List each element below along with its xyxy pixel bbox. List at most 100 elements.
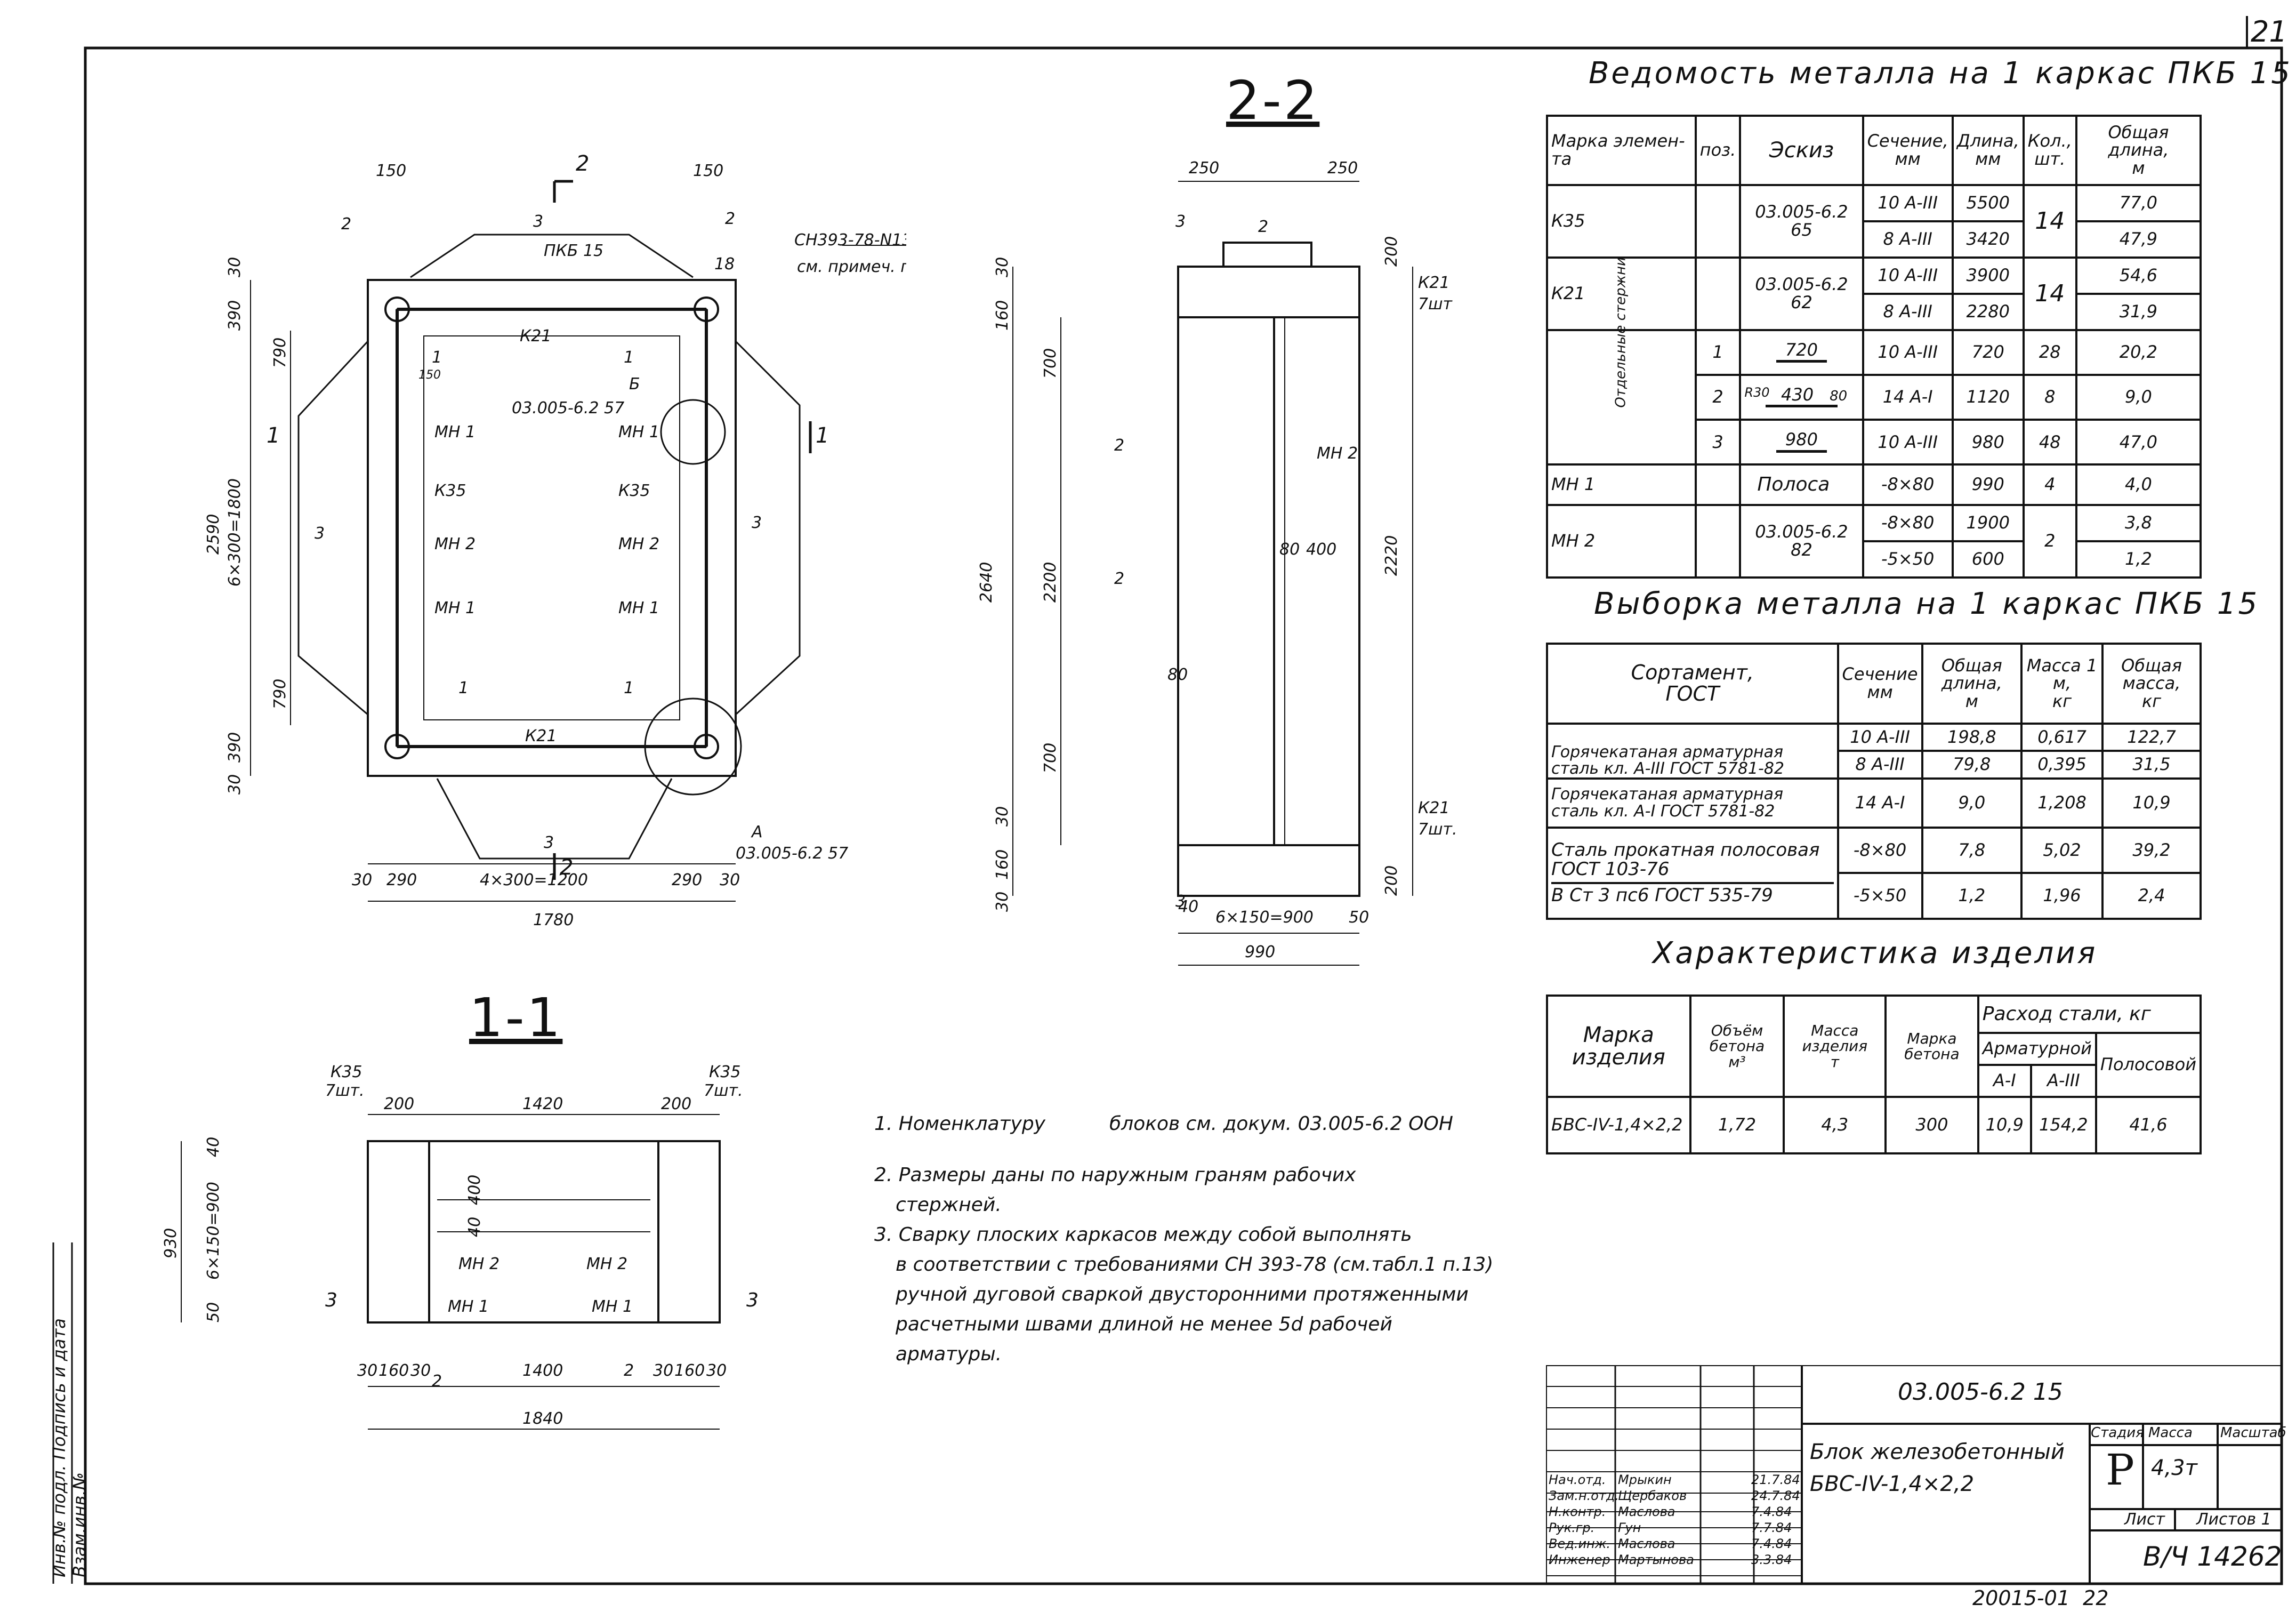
s22-mn2: МН 2 xyxy=(1317,444,1358,463)
plan-s1a: 1 xyxy=(267,423,280,448)
ms-k35-sketch: 03.005-6.2 65 xyxy=(1739,184,1864,259)
side-stamp: Инв.№ подл. Подпись и дата Взам.инв.№ xyxy=(49,1318,90,1577)
s11-d1420: 1420 xyxy=(522,1095,563,1113)
s22-d250a: 250 xyxy=(1189,159,1219,178)
ms-sep-label: Отдельные стержни xyxy=(1546,258,1697,466)
plan-d390a: 390 xyxy=(225,300,244,331)
plan-d790a: 790 xyxy=(271,338,289,368)
plan-k35a: К35 xyxy=(434,482,466,500)
s11-d30d: 30 xyxy=(706,1361,727,1380)
s11-d400: 400 xyxy=(465,1175,484,1205)
note-3e: арматуры. xyxy=(896,1343,1002,1365)
metal-sample-title: Выборка металла на 1 каркас ПКБ 15 xyxy=(1594,587,2260,621)
pr-h-mark: Марка изделия xyxy=(1546,995,1691,1098)
s22-d200a: 200 xyxy=(1382,236,1401,267)
s22-p3b: 3 xyxy=(1175,892,1186,911)
ms-h-mark: Марка элемен-та xyxy=(1546,115,1697,186)
s22-p2: 2 xyxy=(1258,218,1268,236)
section-1-1-title: 1-1 xyxy=(469,987,563,1049)
s22-d2640: 2640 xyxy=(977,562,996,603)
plan-p3c: 3 xyxy=(752,514,762,532)
s22-p2b: 2 xyxy=(1114,436,1124,455)
plan-s1b: 1 xyxy=(816,423,829,448)
plan-ref2: 03.005-6.2 57 xyxy=(736,844,848,863)
plan-b1780: 1780 xyxy=(533,911,574,929)
plan-b30a: 30 xyxy=(352,871,372,889)
s22-d50: 50 xyxy=(1349,908,1369,927)
s11-d40: 40 xyxy=(204,1137,223,1157)
plan-p3b: 3 xyxy=(315,524,325,543)
s11-d200b: 200 xyxy=(661,1095,691,1113)
ms-h-pos: поз. xyxy=(1694,115,1742,186)
product-title: Характеристика изделия xyxy=(1653,936,2098,971)
s22-d160b: 160 xyxy=(993,849,1012,880)
plan-d30b: 30 xyxy=(225,774,244,795)
note-3: 3. Сварку плоских каркасов между собой в… xyxy=(874,1224,1412,1246)
plan-mn1c: МН 1 xyxy=(434,599,476,617)
plan-s2a: 2 xyxy=(576,151,589,176)
s22-d30b: 30 xyxy=(993,806,1012,827)
plan-b30b: 30 xyxy=(720,871,740,889)
s22-d40: 40 xyxy=(1178,897,1198,916)
s11-d1840: 1840 xyxy=(522,1409,563,1428)
ms-k21-mark: К21 xyxy=(1546,256,1697,331)
plan-d150c: 150 xyxy=(418,368,441,382)
s22-d30c: 30 xyxy=(993,892,1012,912)
tb-sheet-h: Лист xyxy=(2124,1510,2165,1529)
s11-d160a: 160 xyxy=(378,1361,409,1380)
tb-bottom: 20015-01 22 xyxy=(1972,1586,2109,1610)
s11-k35b: К35 xyxy=(709,1063,740,1081)
ms-h-sketch: Эскиз xyxy=(1739,115,1864,186)
s11-d50: 50 xyxy=(204,1302,223,1322)
s11-p2a: 2 xyxy=(432,1372,442,1391)
s22-d30a: 30 xyxy=(993,257,1012,277)
ms-h-qty: Кол.,шт. xyxy=(2022,115,2077,186)
plan-k21-top: К21 xyxy=(520,327,551,346)
plan-d390b: 390 xyxy=(225,732,244,763)
note-3b: в соответствии с требованиями СН 393-78 … xyxy=(896,1254,1494,1276)
s22-d2220: 2220 xyxy=(1382,535,1401,576)
ms-k21-sketch: 03.005-6.2 62 xyxy=(1739,256,1864,331)
plan-mn2b: МН 2 xyxy=(618,535,659,554)
plan-k21-bot: К21 xyxy=(525,727,557,745)
plan-p1a: 1 xyxy=(432,348,442,367)
page-number: 21 xyxy=(2251,15,2287,49)
s11-mn2a: МН 2 xyxy=(458,1255,500,1273)
plan-b290b: 290 xyxy=(672,871,702,889)
s22-p3: 3 xyxy=(1175,212,1186,231)
s11-d1400: 1400 xyxy=(522,1361,563,1380)
tb-org: В/Ч 14262 xyxy=(2143,1541,2282,1572)
s11-p3b: 3 xyxy=(746,1289,759,1311)
plan-s2b: 2 xyxy=(560,855,573,880)
s11-mn1b: МН 1 xyxy=(592,1297,633,1316)
ms-k35-mark: К35 xyxy=(1546,184,1697,259)
plan-mn1b: МН 1 xyxy=(618,423,659,442)
tb-scale-h: Масштаб xyxy=(2220,1425,2286,1441)
s11-d200a: 200 xyxy=(384,1095,414,1113)
plan-p3d: 3 xyxy=(544,833,554,852)
s11-mn2b: МН 2 xyxy=(586,1255,627,1273)
tb-name1: Блок железобетонный xyxy=(1810,1440,2065,1464)
plan-pkb: ПКБ 15 xyxy=(544,242,603,260)
s11-mn1a: МН 1 xyxy=(448,1297,489,1316)
tb-name2: БВС-IV-1,4×2,2 xyxy=(1810,1472,1975,1496)
ms-r1-sketch: 720 xyxy=(1739,328,1864,376)
plan-a: А xyxy=(751,823,763,841)
s22-k21b-q: 7шт. xyxy=(1418,820,1457,839)
s22-d80b: 80 xyxy=(1167,665,1188,684)
plan-ref1: 03.005-6.2 57 xyxy=(512,399,624,418)
plan-p2b: 2 xyxy=(725,210,735,228)
plan-b4x300: 4×300=1200 xyxy=(480,871,588,889)
plan-d18: 18 xyxy=(714,255,735,274)
